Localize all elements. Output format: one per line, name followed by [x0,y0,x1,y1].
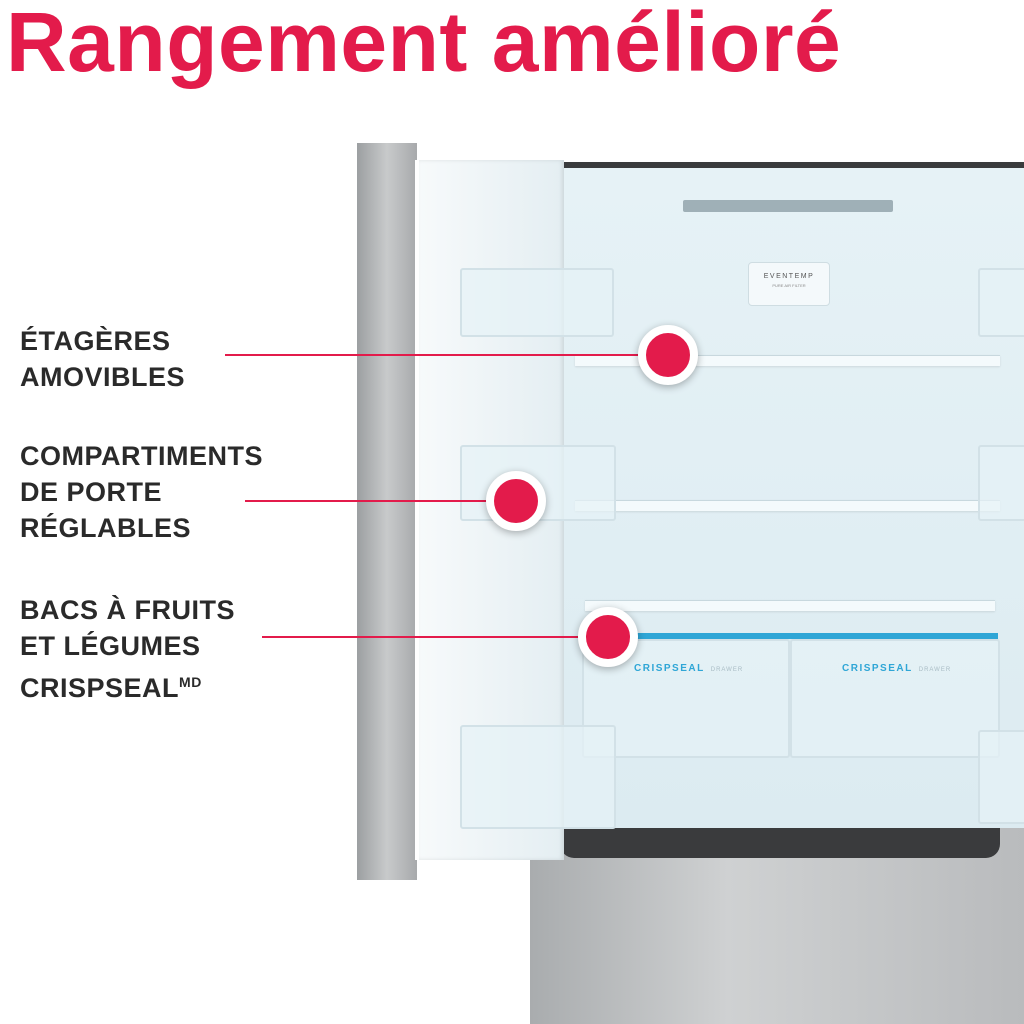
right-door-bin-1 [978,268,1024,337]
right-door-bin-3 [978,730,1024,824]
shelf-3 [585,600,995,611]
callout-dot-shelves [638,325,698,385]
drawer-brand: CRISPSEAL [842,663,913,674]
page-title: Rangement amélioré [6,0,842,89]
feature-label-crispers: BACS À FRUITS ET LÉGUMES CRISPSEALMD [20,592,235,706]
freezer-handle [560,822,1000,858]
door-bin-1 [460,268,614,337]
door-bin-3 [460,725,616,829]
drawer-brand: CRISPSEAL [634,663,705,674]
feature-label-shelves: ÉTAGÈRES AMOVIBLES [20,323,185,395]
drawer-word: DRAWER [918,667,952,673]
crisper-drawer-right: CRISPSEAL DRAWER [790,639,1000,758]
drawer-word: DRAWER [710,667,744,673]
light-bar [683,200,893,212]
filter-badge: EVENTEMP PURE AIR FILTER [748,262,830,306]
filter-badge-subtext: PURE AIR FILTER [772,283,806,288]
label-line: DE PORTE [20,477,163,507]
callout-line-shelves [225,354,655,356]
callout-dot-door-bins [486,471,546,531]
drawer-trim [588,633,998,639]
shelf-1 [575,355,1000,366]
label-line: CRISPSEAL [20,673,180,703]
trademark-superscript: MD [179,674,202,690]
right-door-bin-2 [978,445,1024,521]
label-line: BACS À FRUITS [20,595,235,625]
label-line: ET LÉGUMES [20,631,201,661]
shelf-2 [575,500,1000,511]
label-line: COMPARTIMENTS [20,441,263,471]
callout-dot-crispers [578,607,638,667]
feature-label-door-bins: COMPARTIMENTS DE PORTE RÉGLABLES [20,438,263,546]
label-line: AMOVIBLES [20,362,186,392]
door-edge [357,143,417,880]
filter-badge-text: EVENTEMP [763,273,815,280]
callout-line-door-bins [245,500,505,502]
callout-line-crispers [262,636,597,638]
label-line: RÉGLABLES [20,513,192,543]
label-line: ÉTAGÈRES [20,326,171,356]
